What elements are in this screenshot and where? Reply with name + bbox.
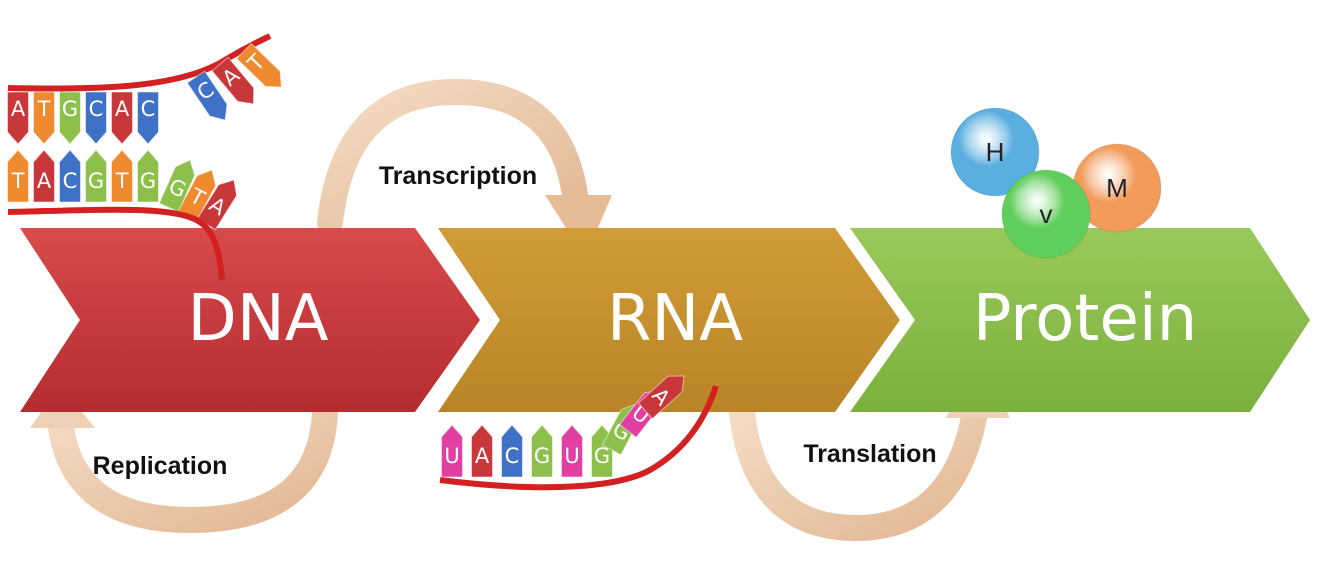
dna-top-base: C	[85, 91, 107, 145]
dna-bottom-base: G	[137, 149, 159, 203]
dna-top-base: C	[137, 91, 159, 145]
amino-acid-letter: v	[1040, 199, 1053, 229]
rna-base-letter: A	[475, 444, 490, 468]
dna-top-base-letter: T	[37, 97, 51, 121]
amino-acid-h: H	[950, 107, 1040, 197]
amino-acid-m: M	[1072, 143, 1162, 233]
dna-top-base: A	[211, 56, 255, 105]
amino-acid-cluster: H Mv	[950, 107, 1162, 259]
rna-base-letter: C	[505, 444, 520, 468]
dna-top-base: G	[59, 91, 81, 145]
rna-base-letter: U	[444, 444, 459, 468]
dna-bottom-base-letter: G	[140, 169, 156, 193]
dna-bottom-base-letter: C	[63, 169, 78, 193]
rna-chevron: RNA	[438, 228, 900, 412]
rna-base: U	[561, 424, 583, 478]
dna-bottom-base: A	[33, 149, 55, 203]
rna-base: G	[531, 424, 553, 478]
dna-bottom-base-letter: T	[11, 169, 25, 193]
dna-top-base-letter: A	[11, 97, 26, 121]
dna-bottom-base: T	[7, 149, 29, 203]
dna-bottom-base-letter: G	[88, 169, 104, 193]
dna-label: DNA	[188, 282, 329, 356]
rna-base: U	[441, 424, 463, 478]
rna-base-letter: G	[534, 444, 550, 468]
protein-label: Protein	[973, 282, 1197, 356]
dna-top-base-letter: A	[115, 97, 130, 121]
dna-bottom-base-letter: A	[37, 169, 52, 193]
amino-acid-v: v	[1001, 169, 1091, 259]
amino-acid-letter: M	[1106, 173, 1128, 203]
dna-top-base: A	[7, 91, 29, 145]
rna-label: RNA	[607, 282, 743, 356]
dna-bottom-base: T	[111, 149, 133, 203]
rna-base-letter: U	[564, 444, 579, 468]
translation-label: Translation	[803, 440, 936, 468]
protein-chevron: Protein	[850, 228, 1310, 412]
rna-base-letter: G	[594, 444, 610, 468]
amino-acid-letter: H	[986, 137, 1005, 167]
dna-top-base-letter: C	[141, 97, 156, 121]
rna-base: A	[471, 424, 493, 478]
dna-bottom-base-letter: T	[115, 169, 129, 193]
transcription-arrow	[317, 78, 612, 258]
transcription-label: Transcription	[379, 162, 537, 190]
dna-top-base-letter: G	[62, 97, 78, 121]
dna-bottom-base: G	[85, 149, 107, 203]
dna-bottom-base: C	[59, 149, 81, 203]
dna-top-base-letter: C	[89, 97, 104, 121]
dna-top-base: T	[33, 91, 55, 145]
rna-base: C	[501, 424, 523, 478]
replication-label: Replication	[93, 452, 228, 480]
dna-chevron: DNA	[20, 228, 480, 412]
dna-top-base: A	[111, 91, 133, 145]
